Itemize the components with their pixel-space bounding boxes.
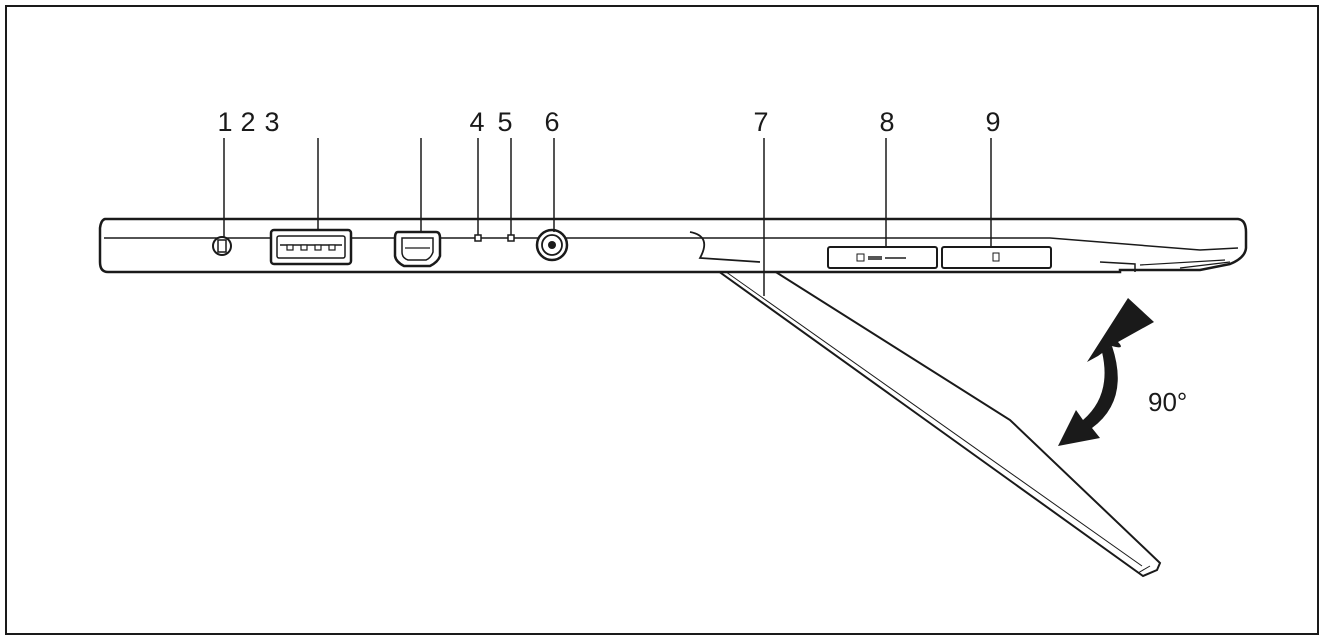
callout-2: 2	[240, 107, 255, 137]
angle-label: 90°	[1148, 387, 1187, 417]
status-led-5-icon	[507, 234, 515, 242]
dc-in-jack-icon	[535, 228, 569, 262]
callout-leader-lines	[223, 138, 992, 296]
memory-card-slot-icon	[827, 246, 938, 269]
callout-7: 7	[753, 107, 768, 137]
callout-9: 9	[985, 107, 1000, 137]
rotation-arrow-icon	[1058, 298, 1154, 446]
status-led-4-icon	[474, 234, 482, 242]
mini-displayport-icon	[393, 230, 442, 268]
callout-3: 3	[264, 107, 279, 137]
callout-1: 1	[217, 107, 232, 137]
callout-8: 8	[879, 107, 894, 137]
diagram-frame	[5, 5, 1319, 635]
callout-5: 5	[497, 107, 512, 137]
callout-6: 6	[544, 107, 559, 137]
security-lock-slot-icon	[212, 236, 232, 256]
callout-4: 4	[469, 107, 484, 137]
usb-port-icon	[269, 228, 353, 266]
sim-card-slot-icon	[941, 246, 1052, 269]
